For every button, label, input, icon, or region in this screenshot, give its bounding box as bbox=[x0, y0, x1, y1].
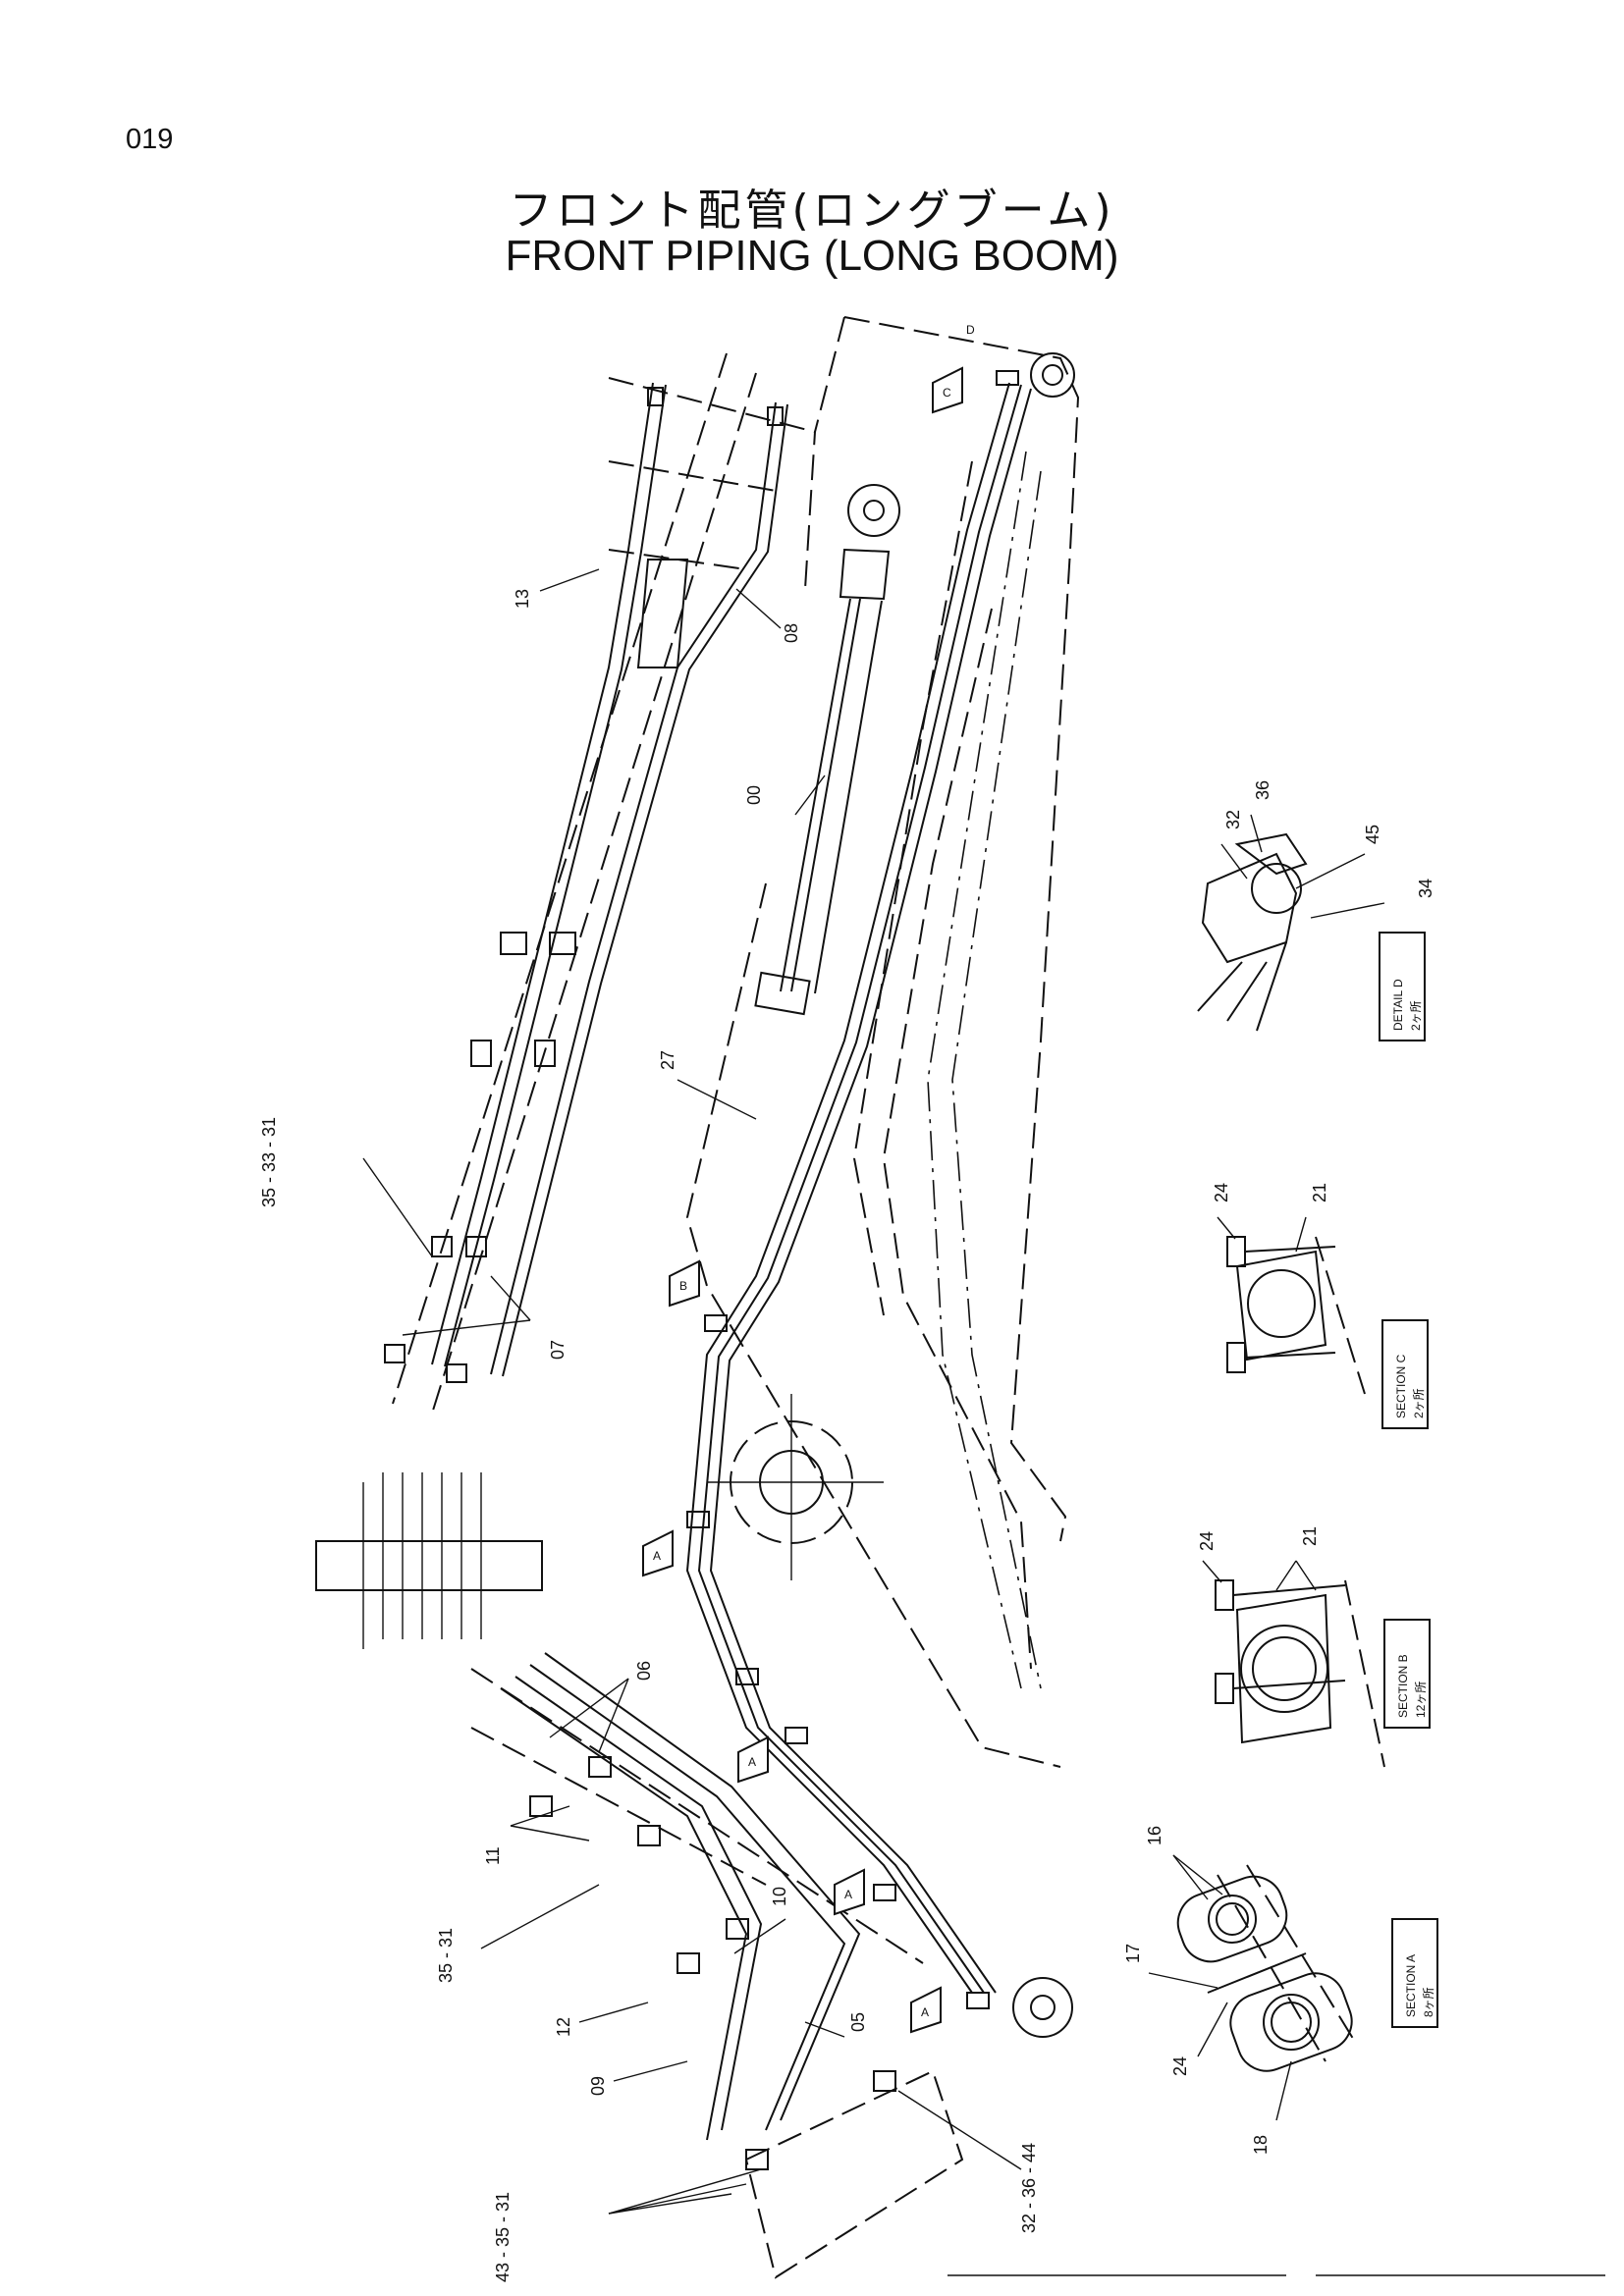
label-08: 08 bbox=[782, 623, 801, 643]
header-detail-d: DETAIL D bbox=[1391, 979, 1405, 1031]
marker-a1: A bbox=[642, 1529, 674, 1577]
note-section-c: 2ヶ所 bbox=[1412, 1388, 1426, 1418]
note-detail-d: 2ヶ所 bbox=[1409, 1000, 1423, 1031]
label-d-45: 45 bbox=[1363, 825, 1382, 844]
svg-text:A: A bbox=[921, 2005, 929, 2019]
label-32-36-44: 32 - 36 - 44 bbox=[1019, 2143, 1039, 2233]
boom-cylinder bbox=[754, 484, 900, 1016]
svg-text:C: C bbox=[943, 386, 951, 400]
header-section-b: SECTION B bbox=[1396, 1654, 1410, 1718]
label-27: 27 bbox=[658, 1050, 677, 1070]
section-b-view: 24 21 SECTION B 12ヶ所 bbox=[1197, 1526, 1431, 1768]
marker-d: D bbox=[966, 323, 975, 337]
upper-left-pipe-view bbox=[384, 352, 816, 1415]
label-35-31: 35 - 31 bbox=[436, 1928, 456, 1983]
label-00: 00 bbox=[744, 785, 764, 805]
label-10: 10 bbox=[770, 1887, 789, 1906]
label-d-34: 34 bbox=[1416, 879, 1435, 898]
marker-c: C bbox=[932, 366, 963, 414]
label-12: 12 bbox=[554, 2017, 573, 2037]
boom-outline bbox=[685, 316, 1080, 2038]
label-11: 11 bbox=[483, 1846, 503, 1865]
label-09: 09 bbox=[588, 2076, 608, 2096]
label-b-21: 21 bbox=[1300, 1526, 1320, 1546]
part-labels: 13 08 00 27 35 - 33 - 31 07 06 11 10 35 … bbox=[259, 568, 1039, 2282]
section-c-view: 24 21 SECTION C 2ヶ所 bbox=[1212, 1183, 1429, 1429]
pipe-clamp-view bbox=[315, 1472, 543, 1649]
label-a-24: 24 bbox=[1170, 2056, 1190, 2076]
label-06: 06 bbox=[634, 1661, 654, 1681]
header-section-a: SECTION A bbox=[1404, 1954, 1418, 2017]
section-markers: C B A A A A D bbox=[642, 323, 975, 2034]
svg-text:B: B bbox=[679, 1279, 687, 1293]
main-pipe-run bbox=[685, 370, 1032, 2009]
label-07: 07 bbox=[548, 1340, 568, 1360]
header-section-c: SECTION C bbox=[1394, 1354, 1408, 1418]
section-a-view: 16 17 24 18 SECTION A 8ヶ所 bbox=[1123, 1826, 1438, 2155]
svg-text:A: A bbox=[748, 1755, 756, 1769]
marker-a3: A bbox=[834, 1868, 865, 1916]
page-number: 019 bbox=[126, 124, 174, 155]
label-05: 05 bbox=[848, 2012, 868, 2032]
marker-b: B bbox=[669, 1259, 700, 1308]
label-b-24: 24 bbox=[1197, 1531, 1217, 1551]
svg-text:A: A bbox=[844, 1888, 852, 1901]
marker-a4: A bbox=[910, 1986, 942, 2034]
label-43-35-31: 43 - 35 - 31 bbox=[493, 2192, 513, 2282]
title-japanese: フロント配管(ロングブーム) bbox=[509, 186, 1115, 236]
label-d-36: 36 bbox=[1253, 780, 1272, 800]
label-a-18: 18 bbox=[1251, 2135, 1271, 2155]
label-a-17: 17 bbox=[1123, 1944, 1143, 1963]
label-13: 13 bbox=[513, 589, 532, 609]
label-d-32: 32 bbox=[1223, 810, 1243, 829]
detail-d-view: 32 36 45 34 DETAIL D 2ヶ所 bbox=[1197, 780, 1435, 1041]
note-section-a: 8ヶ所 bbox=[1422, 1987, 1435, 2017]
label-c-21: 21 bbox=[1310, 1183, 1329, 1202]
lower-left-pipe-view bbox=[470, 1652, 964, 2279]
note-section-b: 12ヶ所 bbox=[1414, 1682, 1428, 1718]
marker-a2: A bbox=[737, 1735, 769, 1784]
svg-text:A: A bbox=[653, 1549, 661, 1563]
label-35-33-31: 35 - 33 - 31 bbox=[259, 1117, 279, 1207]
label-c-24: 24 bbox=[1212, 1183, 1231, 1202]
title-english: FRONT PIPING (LONG BOOM) bbox=[505, 232, 1119, 280]
label-a-16: 16 bbox=[1145, 1826, 1164, 1845]
